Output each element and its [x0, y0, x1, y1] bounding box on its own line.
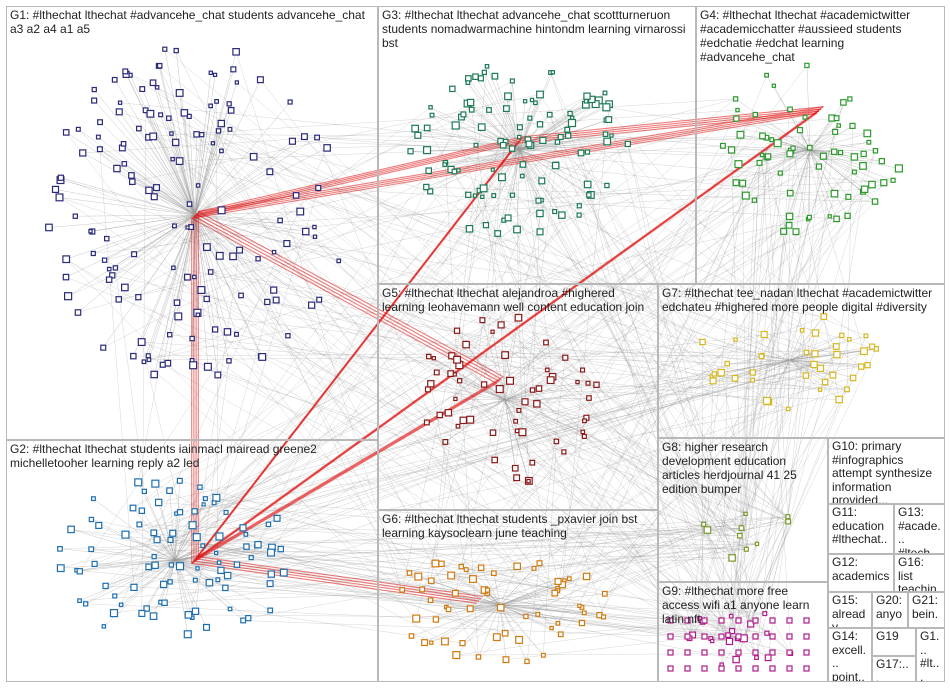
group-label-g16: G16: list teachin...	[898, 556, 941, 592]
group-label-g7: G7: #lthechat tee_nadan lthechat #academ…	[662, 286, 941, 314]
group-panel-g10: G10: primary #infographics attempt synth…	[828, 438, 945, 504]
group-panel-g7: G7: #lthechat tee_nadan lthechat #academ…	[658, 284, 945, 438]
group-label-g17: G17:...	[876, 658, 912, 682]
group-label-g2: G2: #lthechat lthechat students iainmacl…	[10, 442, 374, 470]
group-label-g10: G10: primary #infographics attempt synth…	[832, 440, 941, 504]
group-label-g3: G3: #lthechat lthechat advancehe_chat sc…	[382, 8, 692, 50]
group-panel-g21: G21: bein...	[908, 592, 945, 628]
group-panel-g5: G5: #lthechat lthechat alejandroa #highe…	[378, 284, 658, 510]
group-panel-g14: G14: excell... point...	[828, 628, 872, 682]
group-label-g14: G14: excell... point...	[832, 630, 868, 682]
group-panel-g2: G2: #lthechat lthechat students iainmacl…	[6, 440, 378, 682]
group-label-g20: G20: anyo...	[876, 594, 904, 628]
group-panel-g6: G6: #lthechat lthechat students _pxavier…	[378, 510, 658, 682]
group-panel-g12: G12: academics...	[828, 554, 894, 592]
group-panel-g1: G1: #lthechat lthechat #advancehe_chat s…	[6, 6, 378, 440]
group-panel-g9: G9: #lthechat more free access wifi a1 a…	[658, 582, 828, 682]
group-panel-g19: G19	[872, 628, 916, 656]
group-label-g18: G1... #lt... ton...	[920, 630, 941, 682]
group-label-g11: G11: education #lthechat...	[832, 506, 890, 554]
group-label-g4: G4: #lthechat lthechat #academictwitter …	[700, 8, 941, 64]
group-label-g1: G1: #lthechat lthechat #advancehe_chat s…	[10, 8, 374, 36]
group-panel-g8: G8: higher research development educatio…	[658, 438, 828, 582]
group-label-g13: G13: #acade... #ltech...	[898, 506, 941, 554]
group-panel-g11: G11: education #lthechat...	[828, 504, 894, 554]
group-label-g12: G12: academics...	[832, 556, 890, 592]
group-label-g9: G9: #lthechat more free access wifi a1 a…	[662, 584, 824, 626]
group-panel-g18: G1... #lt... ton...	[916, 628, 945, 682]
group-label-g21: G21: bein...	[912, 594, 941, 628]
group-label-g6: G6: #lthechat lthechat students _pxavier…	[382, 512, 654, 540]
group-panel-g17: G17:...	[872, 656, 916, 682]
group-panel-g15: G15: already	[828, 592, 872, 628]
group-panel-g13: G13: #acade... #ltech...	[894, 504, 945, 554]
group-label-g19: G19	[876, 630, 912, 644]
group-label-g15: G15: already	[832, 594, 868, 628]
group-label-g5: G5: #lthechat lthechat alejandroa #highe…	[382, 286, 654, 314]
group-panel-g4: G4: #lthechat lthechat #academictwitter …	[696, 6, 945, 284]
group-panel-g16: G16: list teachin...	[894, 554, 945, 592]
group-panel-g3: G3: #lthechat lthechat advancehe_chat sc…	[378, 6, 696, 284]
group-panel-g20: G20: anyo...	[872, 592, 908, 628]
group-label-g8: G8: higher research development educatio…	[662, 440, 824, 496]
